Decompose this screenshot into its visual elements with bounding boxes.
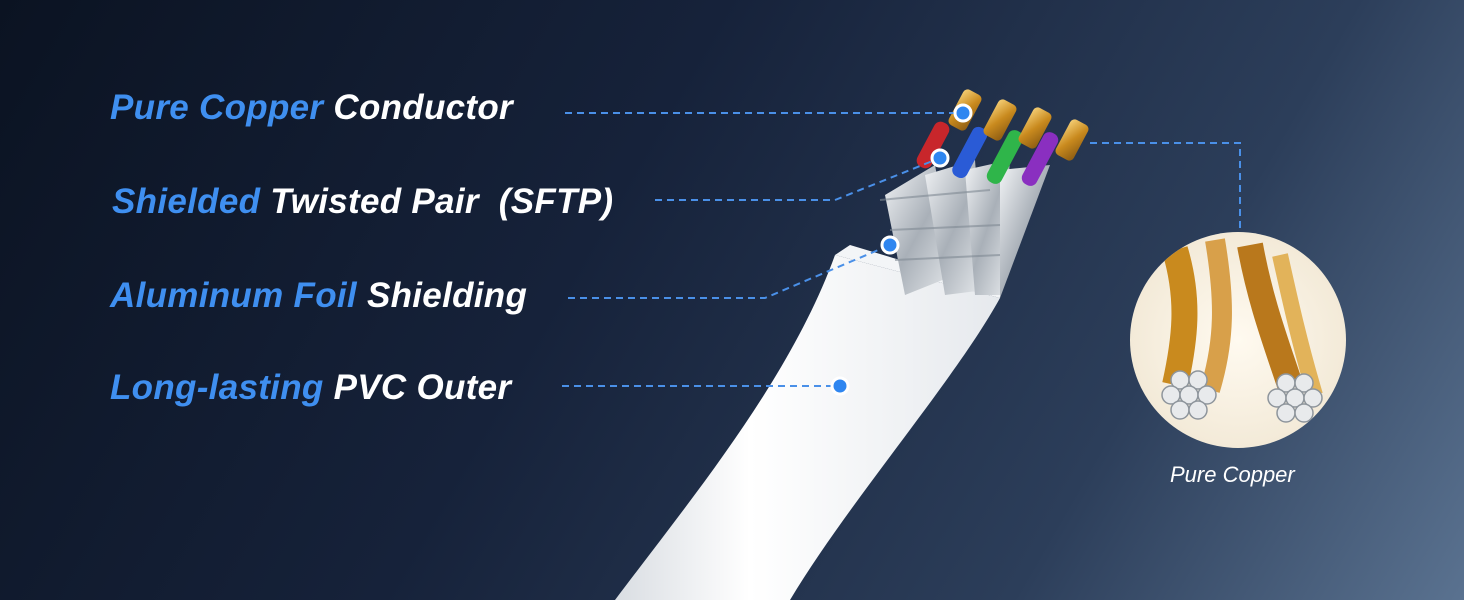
dot-pvc [830, 376, 850, 396]
callout-dots [830, 103, 973, 396]
callout-sftp-highlight: Shielded [112, 182, 261, 221]
pure-copper-inset [1130, 232, 1346, 448]
callout-sftp: Shielded Twisted Pair (SFTP) [112, 182, 613, 222]
callout-conductor-rest: Conductor [323, 88, 513, 127]
dot-conductor [953, 103, 973, 123]
dot-sftp [930, 148, 950, 168]
dot-foil [880, 235, 900, 255]
inset-caption: Pure Copper [1170, 462, 1295, 487]
callout-pvc-highlight: Long-lasting [110, 368, 324, 407]
callout-foil-rest: Shielding [356, 276, 528, 315]
callout-sftp-rest: Twisted Pair (SFTP) [260, 182, 614, 221]
shielded-pairs [879, 160, 1050, 298]
callout-pvc: Long-lasting PVC Outer [110, 368, 511, 408]
callout-conductor: Pure Copper Conductor [110, 88, 513, 128]
leader-lines [562, 112, 1241, 387]
pvc-jacket [615, 255, 1000, 600]
colored-wires [916, 121, 1059, 186]
callout-foil-highlight: Aluminum Foil [110, 276, 357, 315]
callout-pvc-rest: PVC Outer [323, 368, 512, 407]
callout-foil: Aluminum Foil Shielding [110, 276, 527, 316]
callout-conductor-highlight: Pure Copper [110, 88, 324, 127]
